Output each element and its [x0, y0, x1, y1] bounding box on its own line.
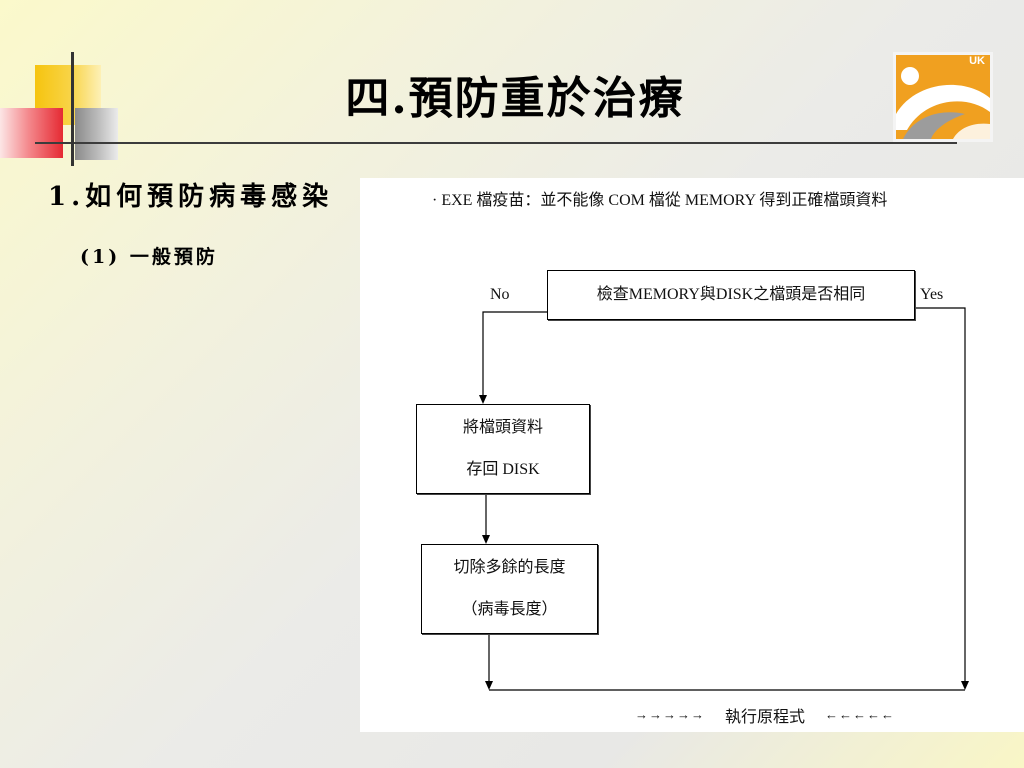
connector-no-branch [482, 311, 547, 396]
decor-red-square [0, 108, 63, 158]
truncate-box-line1: 切除多餘的長度 [453, 559, 566, 576]
restore-header-box: 將檔頭資料 存回 DISK [416, 404, 590, 494]
result-row: →→→→→ 執行原程式 ←←←←← [635, 703, 895, 727]
yes-branch-label: Yes [920, 286, 944, 303]
result-left-arrows: →→→→→ [635, 707, 705, 722]
sub-heading: (1) 一般預防 [80, 246, 218, 268]
restore-box-line1: 將檔頭資料 [462, 419, 543, 436]
title-rule-line [35, 142, 957, 144]
arrow-yes-branch [961, 681, 969, 690]
result-right-arrows: ←←←←← [825, 707, 896, 722]
logo-graphic [893, 52, 993, 142]
connector-yes-branch [915, 307, 966, 682]
uk-logo-icon: UK [893, 52, 993, 142]
arrow-no-branch [479, 395, 487, 404]
flowchart-connectors [479, 307, 969, 691]
no-branch-label: No [490, 286, 510, 303]
arrow-truncate-to-merge [485, 681, 493, 690]
restore-box-line2: 存回 DISK [466, 461, 540, 478]
section-heading: 1.如何預防病毒感染 [48, 182, 334, 212]
truncate-box-line2: （病毒長度） [461, 601, 558, 618]
slide-title: 四.預防重於治療 [345, 73, 685, 124]
decor-vertical-line [71, 52, 74, 166]
decor-gray-square [75, 108, 118, 160]
decision-box-label: 檢查MEMORY與DISK之檔頭是否相同 [596, 286, 866, 303]
flowchart-panel: · EXE 檔疫苗：並不能像 COM 檔從 MEMORY 得到正確檔頭資料 檢查… [360, 178, 1024, 732]
logo-lettering: UK [969, 55, 985, 67]
flowchart-note: · EXE 檔疫苗：並不能像 COM 檔從 MEMORY 得到正確檔頭資料 [432, 192, 888, 209]
decision-box: 檢查MEMORY與DISK之檔頭是否相同 [547, 270, 915, 320]
result-label: 執行原程式 [725, 709, 806, 726]
truncate-length-box: 切除多餘的長度 （病毒長度） [421, 544, 598, 634]
arrow-restore-to-truncate [482, 535, 490, 544]
